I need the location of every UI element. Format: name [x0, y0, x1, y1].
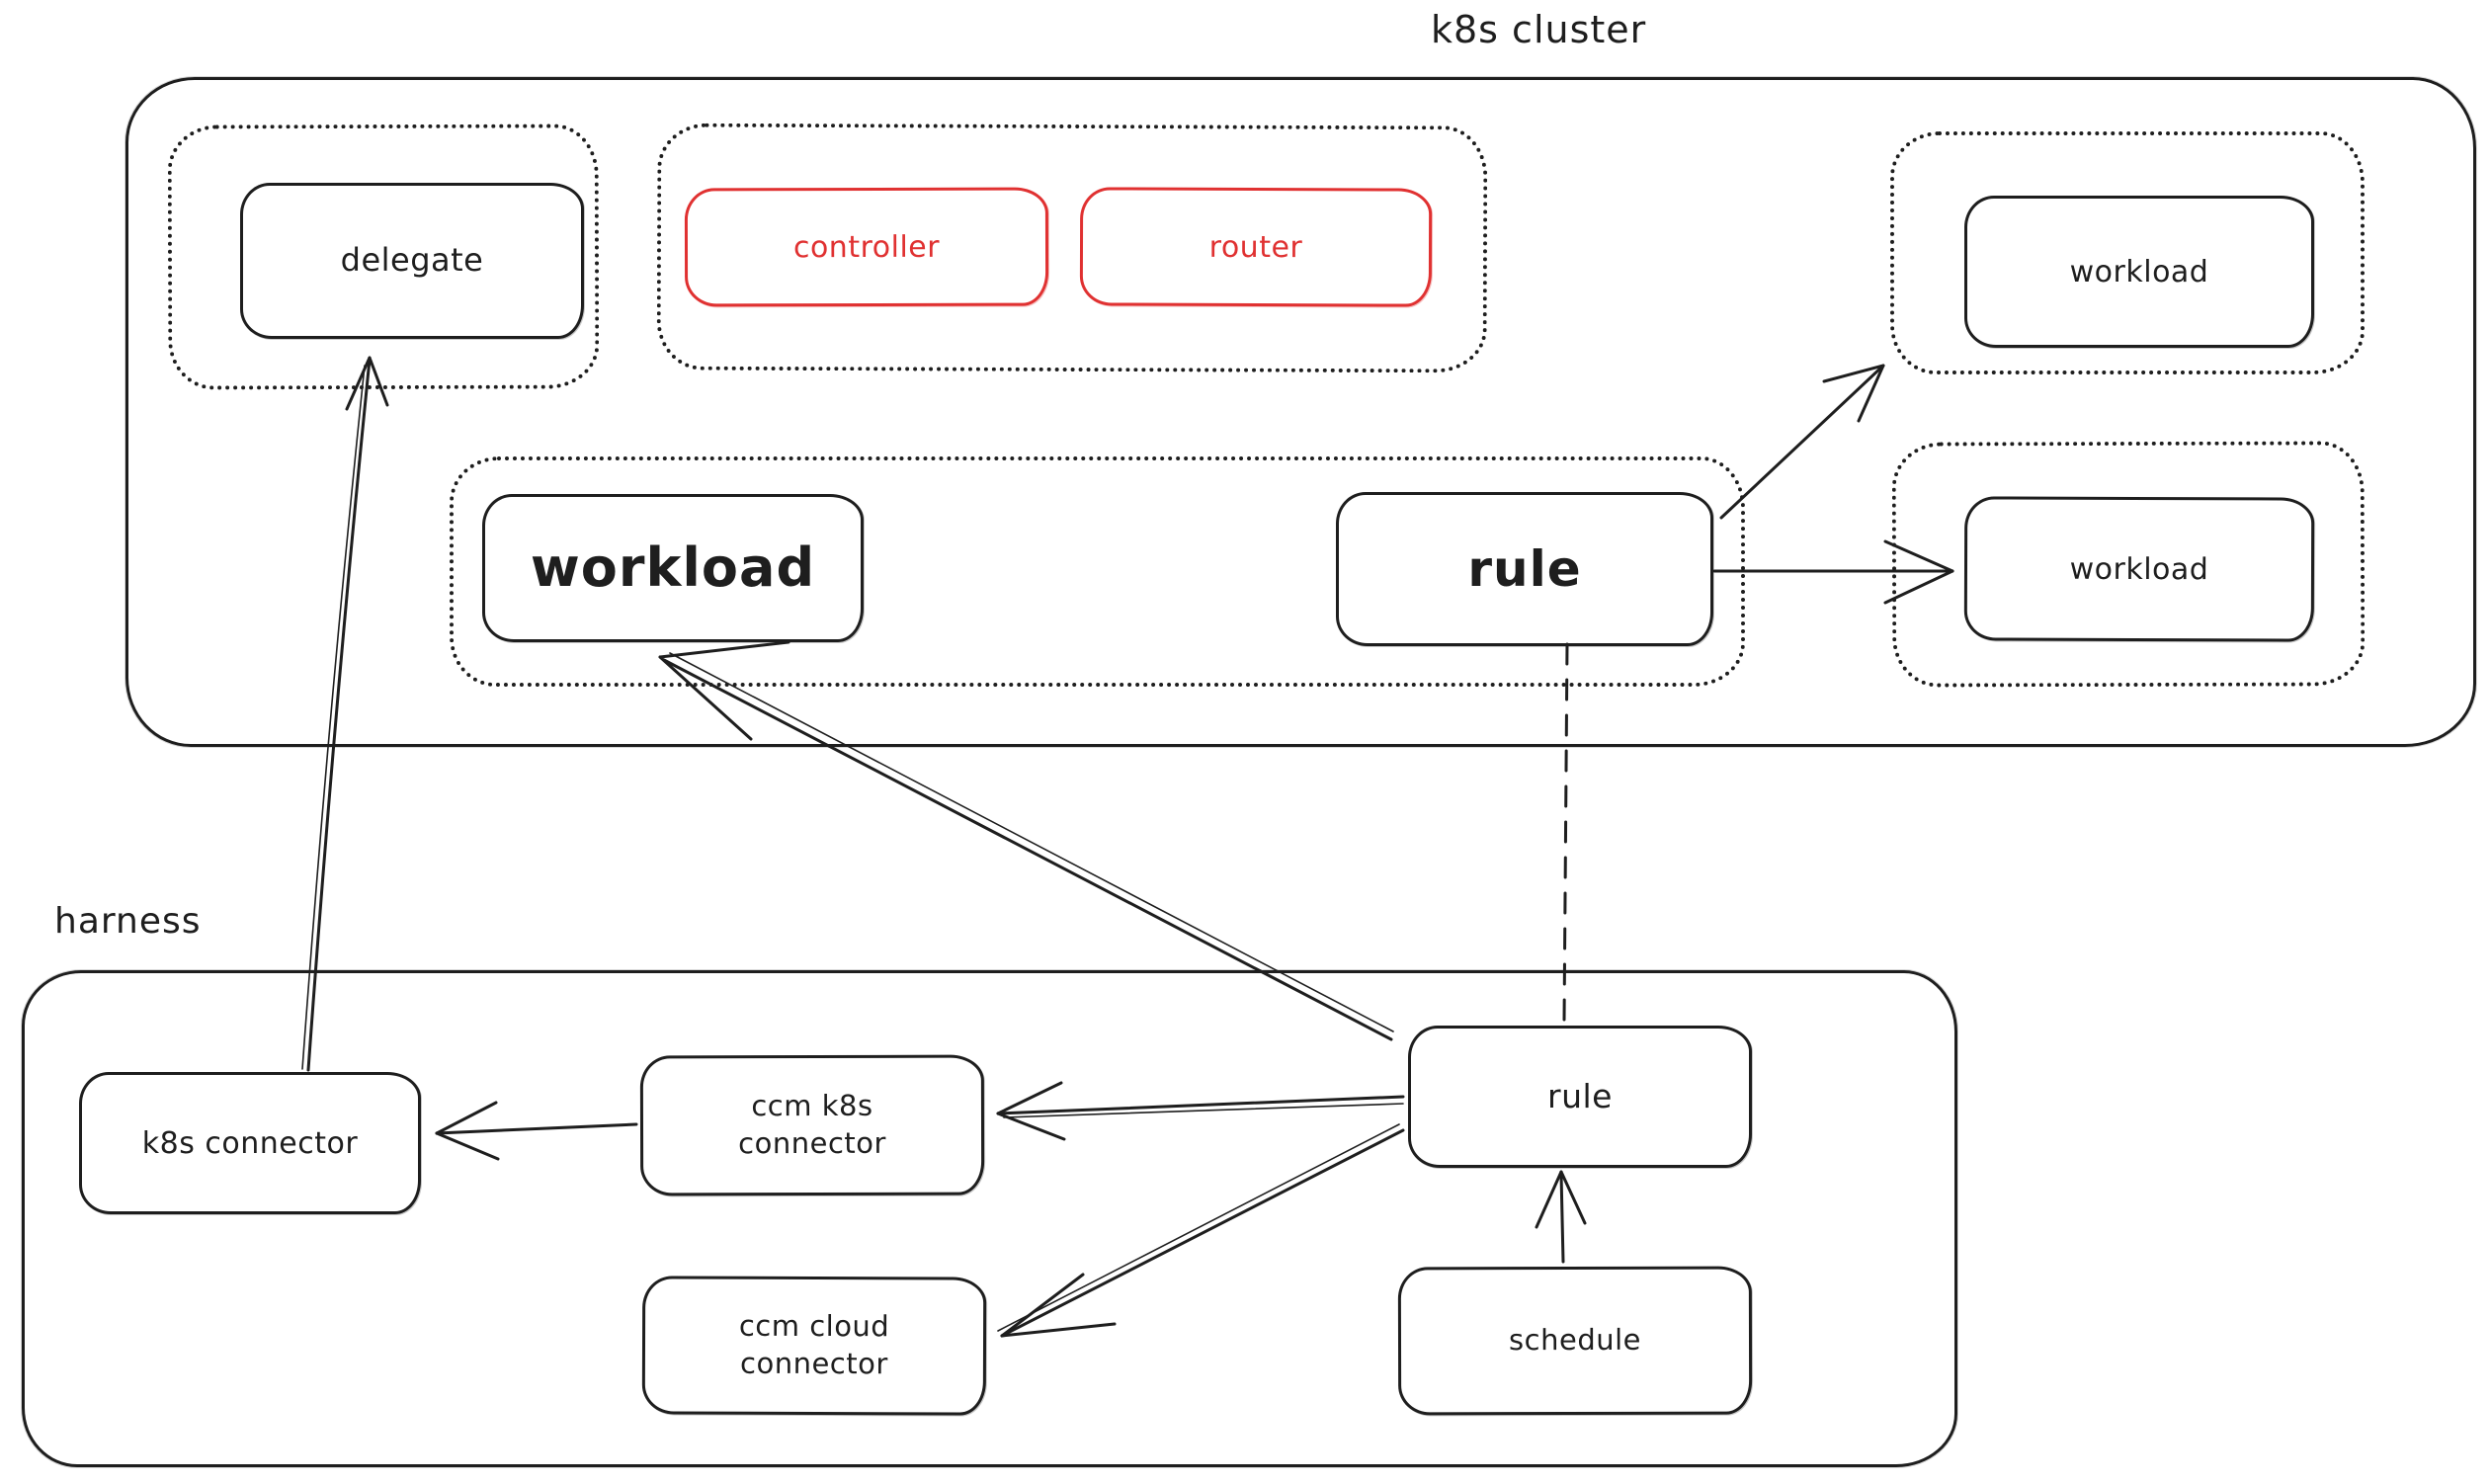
k8s-connector-label: k8s connector [141, 1125, 359, 1161]
schedule-label: schedule [1508, 1322, 1642, 1358]
workload-top-label: workload [2069, 254, 2209, 289]
ccm-k8s-connector-label-line1: ccm k8s [751, 1089, 873, 1123]
rule-harness-label: rule [1547, 1076, 1613, 1115]
router-label: router [1208, 229, 1303, 265]
workload-top-group [1890, 131, 2365, 374]
rule-cluster-label: rule [1467, 539, 1582, 598]
rule-harness-node: rule [1408, 1026, 1752, 1168]
delegate-label: delegate [340, 241, 484, 280]
ccm-cloud-connector-label-line1: ccm cloud [738, 1309, 890, 1344]
k8s-cluster-title: k8s cluster [1431, 8, 1647, 51]
router-node: router [1079, 187, 1433, 307]
ccm-k8s-connector-node: ccm k8s connector [639, 1054, 985, 1196]
k8s-connector-node: k8s connector [79, 1072, 421, 1214]
workload-right-label: workload [2069, 551, 2209, 587]
workload-main-label: workload [530, 536, 816, 599]
workload-top-node: workload [1964, 196, 2314, 348]
ccm-cloud-connector-label-line2: connector [739, 1346, 888, 1381]
ccm-k8s-connector-label-line2: connector [738, 1125, 886, 1161]
harness-title: harness [54, 901, 202, 942]
delegate-node: delegate [240, 183, 584, 339]
ccm-cloud-connector-node: ccm cloud connector [641, 1276, 987, 1416]
controller-node: controller [684, 187, 1049, 307]
schedule-node: schedule [1397, 1266, 1753, 1416]
workload-main-node: workload [482, 494, 864, 642]
workload-right-node: workload [1963, 496, 2315, 642]
rule-cluster-node: rule [1336, 492, 1713, 646]
controller-label: controller [792, 229, 941, 265]
